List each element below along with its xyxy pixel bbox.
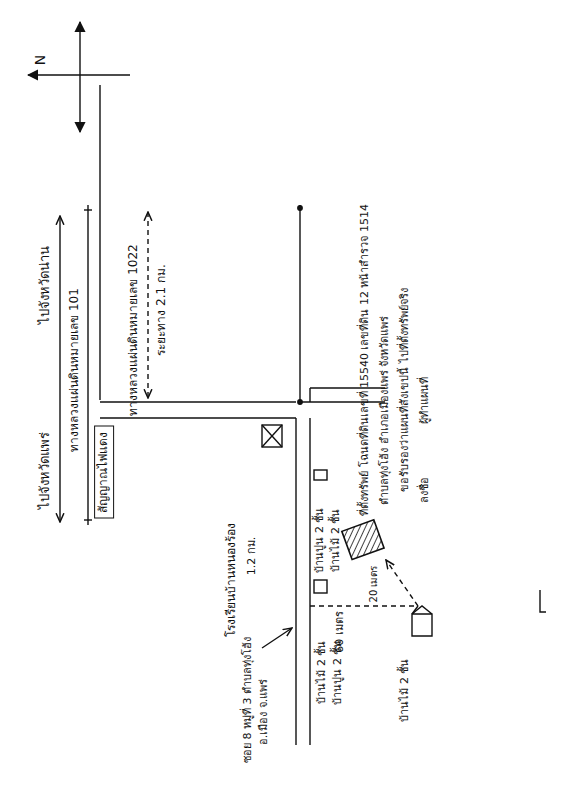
road-line <box>300 401 385 402</box>
house-sketch <box>412 606 432 636</box>
distance-label: 60 เมตร <box>334 611 347 653</box>
route-line <box>310 605 418 606</box>
road-name: ทางหลวงแผ่นดินหมายเลข 101 <box>68 288 82 452</box>
house-label: บ้านไม้ 2 ชั้น <box>316 641 329 704</box>
property-note: ตำบลทุ่งโฮ้ง อำเภอเมืองแพร่ จังหวัดแพร่ <box>379 316 392 505</box>
highway-line <box>87 205 88 525</box>
road-line <box>309 388 310 402</box>
house-label: บ้านไม้ 2 ชั้น <box>330 509 343 572</box>
school-symbol <box>262 425 282 447</box>
distance-arrow <box>147 212 148 398</box>
road-line <box>310 387 385 388</box>
signature-label: ผู้ทำแผนที่ <box>419 377 432 424</box>
direction-arrow <box>59 216 60 522</box>
road-line <box>299 205 300 402</box>
road-dot <box>298 206 302 210</box>
signature-label: ลงชื่อ <box>419 477 432 503</box>
address-label: อ.เมือง จ.แพร่ <box>258 679 271 746</box>
property-note: ที่ตั้งทรัพย์ โฉนดที่ดินเลขที่ 15540 เลข… <box>359 204 372 516</box>
road-name: ทางหลวงแผ่นดินหมายเลข 1022 <box>127 244 141 415</box>
property-plot <box>342 520 384 560</box>
school-symbol <box>262 425 282 447</box>
route-line <box>386 560 418 606</box>
certify-note: ขอรับรองว่าแผนที่สังเขปนี้ ไปที่ตั้งทรัพ… <box>399 288 412 492</box>
tick <box>84 209 92 210</box>
school-symbol <box>262 425 282 447</box>
distance-label: 1.2 กม. <box>246 537 259 576</box>
house-label: บ้านไม้ 2 ชั้น <box>399 659 412 722</box>
direction-label: ไปจังหวัดน่าน <box>38 246 53 324</box>
distance-label: 20 เมตร <box>368 566 380 603</box>
house-label: บ้านปูน 2 ชั้น <box>314 508 327 573</box>
address-label: ซอย 8 หมู่ที่ 3 ตำบลทุ่งโฮ้ง <box>242 637 255 763</box>
road-line <box>100 417 296 418</box>
place-name: โรงเรียนบ้านหนองร้อง <box>225 523 239 637</box>
compass-north-arrow <box>28 74 130 75</box>
distance-label: ระยะทาง 2.1 กม. <box>155 264 169 356</box>
house-marker <box>314 470 327 480</box>
house-marker <box>314 580 327 593</box>
bracket <box>540 590 546 612</box>
box-text: สัญญาณไฟแดง <box>97 432 111 513</box>
highway-line <box>99 85 100 400</box>
house-sketch <box>412 606 418 614</box>
soi-line <box>309 418 310 745</box>
sign-box: สัญญาณไฟแดง <box>94 426 114 519</box>
direction-label: ไปจังหวัดแพร่ <box>38 432 53 509</box>
compass-ns <box>79 22 80 132</box>
north-label: N <box>32 55 48 65</box>
soi-line <box>295 418 296 745</box>
leader-line <box>262 628 292 648</box>
tick <box>84 519 92 520</box>
